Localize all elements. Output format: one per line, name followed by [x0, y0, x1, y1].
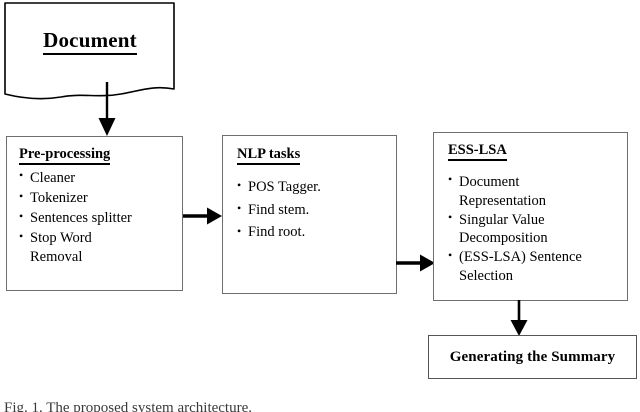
list-item: Find stem.	[237, 199, 390, 222]
nlp-tasks-heading: NLP tasks	[237, 146, 301, 165]
nlp-tasks-item-list: POS Tagger. Find stem. Find root.	[223, 176, 396, 244]
stage-box-nlp-tasks: NLP tasks POS Tagger. Find stem. Find ro…	[222, 135, 397, 294]
generating-summary-label: Generating the Summary	[449, 348, 616, 365]
pre-processing-heading-wrap: Pre-processing	[7, 137, 182, 165]
output-box-generating-summary: Generating the Summary	[428, 335, 637, 379]
list-item: (ESS-LSA) Sentence Selection	[448, 248, 621, 286]
stage-box-ess-lsa: ESS-LSA Document Representation Singular…	[433, 132, 628, 301]
list-item: Document Representation	[448, 172, 621, 211]
list-item: Stop Word Removal	[19, 229, 176, 267]
pre-processing-heading: Pre-processing	[19, 146, 111, 165]
pre-processing-item-list: Cleaner Tokenizer Sentences splitter Sto…	[7, 168, 182, 268]
arrow-esslsa-to-summary	[508, 300, 530, 338]
stage-box-pre-processing: Pre-processing Cleaner Tokenizer Sentenc…	[6, 136, 183, 291]
arrow-nlp-to-esslsa	[396, 252, 436, 274]
ess-lsa-item-list: Document Representation Singular Value D…	[434, 172, 627, 286]
ess-lsa-heading-wrap: ESS-LSA	[434, 133, 627, 161]
list-item: Cleaner	[19, 168, 176, 188]
ess-lsa-heading: ESS-LSA	[448, 142, 507, 161]
list-item: Sentences splitter	[19, 209, 176, 228]
nlp-tasks-heading-wrap: NLP tasks	[223, 136, 396, 165]
list-item: Tokenizer	[19, 189, 176, 208]
document-node-label-text: Document	[43, 28, 137, 55]
figure-caption: Fig. 1. The proposed system architecture…	[4, 400, 252, 412]
list-item: Singular Value Decomposition	[448, 210, 621, 249]
arrow-document-to-preprocessing	[96, 82, 118, 138]
arrow-preprocessing-to-nlp	[183, 205, 223, 227]
list-item: POS Tagger.	[237, 176, 390, 199]
list-item: Find root.	[237, 222, 390, 244]
document-node-shape	[3, 1, 177, 103]
document-node-label: Document	[3, 28, 177, 55]
